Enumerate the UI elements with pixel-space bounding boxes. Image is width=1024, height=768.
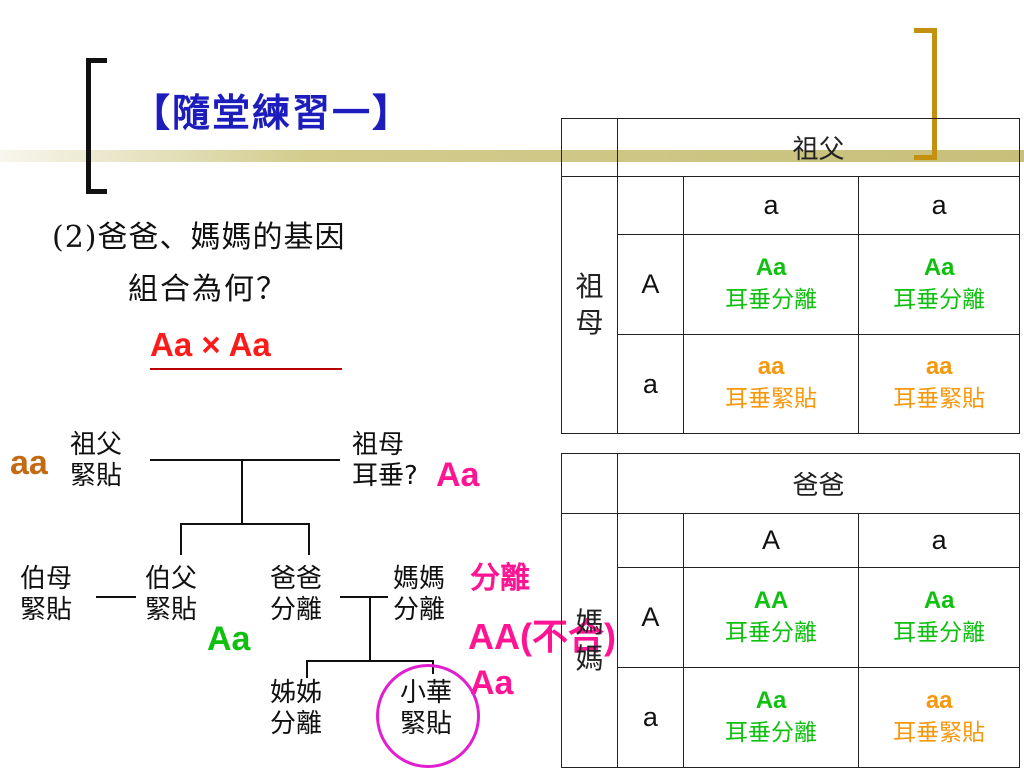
- t1-col-allele-1: a: [682, 176, 860, 235]
- sister-node: 姊姊 分離: [270, 678, 322, 740]
- t1-cell-genotype: aa: [757, 353, 785, 380]
- aunt-trait: 緊貼: [20, 595, 73, 625]
- grandfather-name: 祖父: [70, 430, 123, 460]
- left-bracket-decoration: [86, 58, 107, 194]
- t2-top-header: 爸爸: [616, 453, 1021, 514]
- parents-marriage-line: [340, 596, 388, 598]
- parents-descent-line: [369, 597, 371, 661]
- grandparents-descent-line: [241, 460, 243, 524]
- t2-blank: [616, 513, 684, 568]
- dad-trait: 分離: [270, 595, 323, 625]
- t1-side-header: 祖母: [561, 176, 618, 434]
- children-sibling-line: [180, 523, 310, 525]
- sister-trait: 分離: [270, 709, 323, 739]
- punnett-square-parents: 爸爸 媽媽 A a A AA 耳垂分離 Aa 耳垂分離 a Aa 耳垂分離 aa 耳垂緊…: [561, 453, 1021, 768]
- xiaohua-highlight-circle: [376, 664, 480, 768]
- t1-cell: aa 耳垂緊貼: [682, 334, 860, 434]
- uncle-drop-line: [180, 523, 182, 555]
- t1-corner: [561, 118, 618, 177]
- t1-cell: Aa 耳垂分離: [858, 234, 1020, 335]
- dad-name: 爸爸: [270, 564, 323, 594]
- t1-cell-genotype: Aa: [923, 253, 955, 281]
- t2-side-header: 媽媽: [561, 513, 618, 768]
- t1-cell: aa 耳垂緊貼: [858, 334, 1020, 434]
- uncle-trait: 緊貼: [145, 595, 198, 625]
- mom-trait: 分離: [393, 595, 446, 625]
- t1-cell-trait: 耳垂緊貼: [725, 386, 818, 412]
- kids-sibling-line: [306, 660, 434, 662]
- t2-cell: Aa 耳垂分離: [682, 667, 860, 768]
- t2-cell-genotype: AA: [753, 586, 789, 614]
- t2-cell-trait: 耳垂分離: [725, 719, 818, 746]
- t1-col-allele-2: a: [858, 176, 1020, 235]
- uncle-genotype: Aa: [207, 620, 251, 658]
- punnett-square-grandparents: 祖父 祖母 a a A Aa 耳垂分離 Aa 耳垂分離 a aa 耳垂緊貼 aa 耳垂緊…: [561, 118, 1021, 434]
- grandmother-trait: 耳垂?: [352, 461, 418, 491]
- t2-cell: aa 耳垂緊貼: [858, 667, 1020, 768]
- t1-row-allele-1: A: [616, 234, 684, 335]
- mom-separate-annotation: 分離: [470, 561, 530, 596]
- uncle-node: 伯父 緊貼: [145, 564, 197, 626]
- page-title: 【隨堂練習一】: [132, 90, 413, 135]
- uncle-name: 伯父: [145, 564, 198, 594]
- t2-col-allele-1: A: [682, 513, 860, 568]
- t1-blank: [616, 176, 684, 235]
- question-line-1: (2)爸爸、媽媽的基因: [52, 220, 346, 255]
- sister-name: 姊姊: [270, 678, 323, 708]
- dad-node: 爸爸 分離: [270, 564, 322, 626]
- grandmother-genotype: Aa: [436, 456, 480, 494]
- grandfather-trait: 緊貼: [70, 461, 123, 491]
- question-line-2: 組合為何？: [128, 272, 288, 307]
- t1-cell-trait: 耳垂分離: [725, 286, 818, 313]
- answer-text: Aa × Aa: [150, 326, 271, 363]
- t2-corner: [561, 453, 618, 514]
- t1-cell-trait: 耳垂緊貼: [893, 386, 986, 412]
- t2-side-header-text: 媽媽: [575, 605, 604, 675]
- t2-cell-trait: 耳垂分離: [725, 619, 818, 646]
- aunt-name: 伯母: [20, 564, 73, 594]
- grandparents-marriage-line: [150, 459, 340, 461]
- grandmother-name: 祖母: [352, 430, 405, 460]
- mom-node: 媽媽 分離: [393, 564, 445, 626]
- t2-cell: AA 耳垂分離: [682, 567, 860, 668]
- t1-cell-trait: 耳垂分離: [893, 286, 986, 313]
- t1-side-header-text: 祖母: [575, 270, 604, 339]
- t2-cell-genotype: Aa: [923, 586, 955, 614]
- t1-row-allele-2: a: [616, 334, 684, 434]
- t2-cell-genotype: aa: [925, 686, 953, 714]
- grandfather-node: 祖父 緊貼: [70, 430, 122, 492]
- t2-row-allele-2: a: [616, 667, 684, 768]
- dad-drop-line: [308, 523, 310, 555]
- t2-cell-trait: 耳垂緊貼: [893, 719, 986, 746]
- aunt-node: 伯母 緊貼: [20, 564, 72, 626]
- t2-row-allele-1: A: [616, 567, 684, 668]
- answer-underline: [150, 368, 342, 370]
- t1-cell-genotype: Aa: [755, 253, 787, 281]
- aunt-uncle-marriage-line: [96, 596, 136, 598]
- t2-cell-trait: 耳垂分離: [893, 619, 986, 646]
- t1-cell-genotype: aa: [925, 353, 953, 380]
- t1-top-header: 祖父: [616, 118, 1021, 177]
- t1-cell: Aa 耳垂分離: [682, 234, 860, 335]
- t2-cell-genotype: Aa: [755, 686, 787, 714]
- mom-genotype-right: Aa: [470, 664, 514, 702]
- grandfather-genotype: aa: [10, 444, 48, 482]
- t2-cell: Aa 耳垂分離: [858, 567, 1020, 668]
- sister-drop-line: [306, 660, 308, 678]
- mom-name: 媽媽: [393, 564, 446, 594]
- t2-col-allele-2: a: [858, 513, 1020, 568]
- grandmother-node: 祖母 耳垂?: [352, 430, 418, 492]
